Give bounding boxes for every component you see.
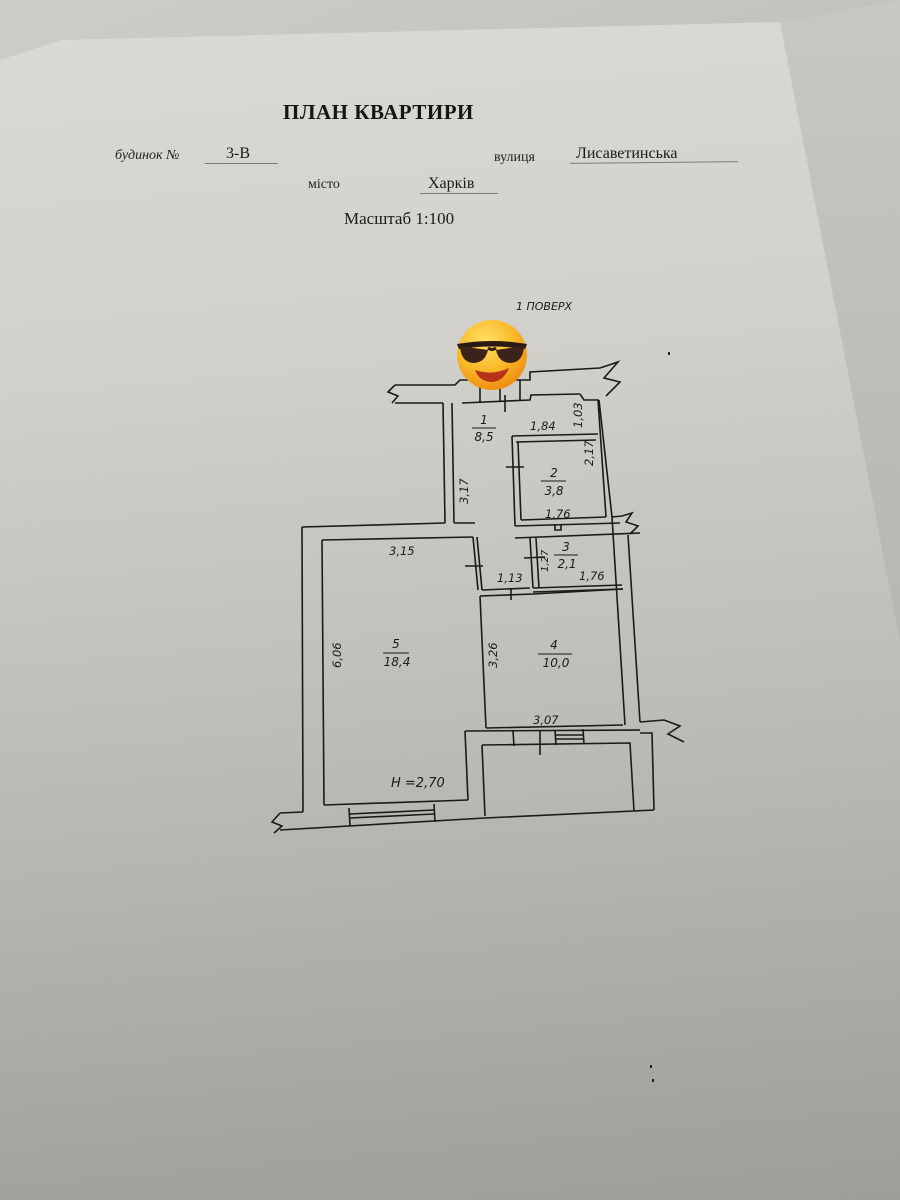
paper-speck — [668, 352, 670, 355]
dim-3-15: 3,15 — [389, 544, 415, 558]
floor-label: 1 ПОВЕРХ — [516, 300, 573, 313]
dim-3-17: 3,17 — [457, 478, 471, 504]
house-number-label: будинок № — [115, 148, 180, 163]
dim-3-07: 3,07 — [533, 713, 559, 727]
city-label: місто — [308, 177, 340, 192]
room-2-area: 3,8 — [544, 484, 563, 498]
dim-1-27: 1,27 — [540, 549, 551, 572]
street-value: Лисаветинська — [576, 145, 678, 162]
room-1-number: 1 — [480, 413, 488, 427]
room-3-number: 3 — [562, 540, 570, 554]
document-title: ПЛАН КВАРТИРИ — [283, 100, 474, 124]
house-number-value: 3-В — [226, 145, 250, 162]
dim-1-76-upper: 1,76 — [545, 507, 571, 521]
room-5-number: 5 — [392, 637, 400, 651]
dim-1-03: 1,03 — [571, 402, 585, 428]
dim-2-17: 2,17 — [582, 440, 596, 466]
room-3-area: 2,1 — [557, 557, 576, 571]
dim-3-26: 3,26 — [486, 642, 500, 668]
paper-mark — [652, 1079, 654, 1082]
room-1-area: 8,5 — [474, 430, 493, 444]
ceiling-height: H =2,70 — [391, 776, 445, 791]
dim-1-13: 1,13 — [497, 571, 523, 585]
city-underline — [420, 193, 498, 194]
city-value: Харків — [428, 175, 475, 192]
paper-mark — [650, 1065, 652, 1068]
dim-1-84: 1,84 — [530, 419, 556, 433]
dim-1-76-lower: 1,76 — [579, 569, 605, 583]
room-4-area: 10,0 — [543, 656, 570, 670]
room-2-number: 2 — [550, 466, 558, 480]
house-number-underline — [205, 163, 278, 164]
dim-6-06: 6,06 — [330, 642, 344, 668]
scale-label: Масштаб 1:100 — [344, 209, 455, 228]
room-4-number: 4 — [550, 638, 558, 652]
street-label: вулиця — [494, 150, 535, 165]
room-5-area: 18,4 — [384, 655, 411, 669]
sunglasses-emoji-icon — [457, 320, 527, 390]
